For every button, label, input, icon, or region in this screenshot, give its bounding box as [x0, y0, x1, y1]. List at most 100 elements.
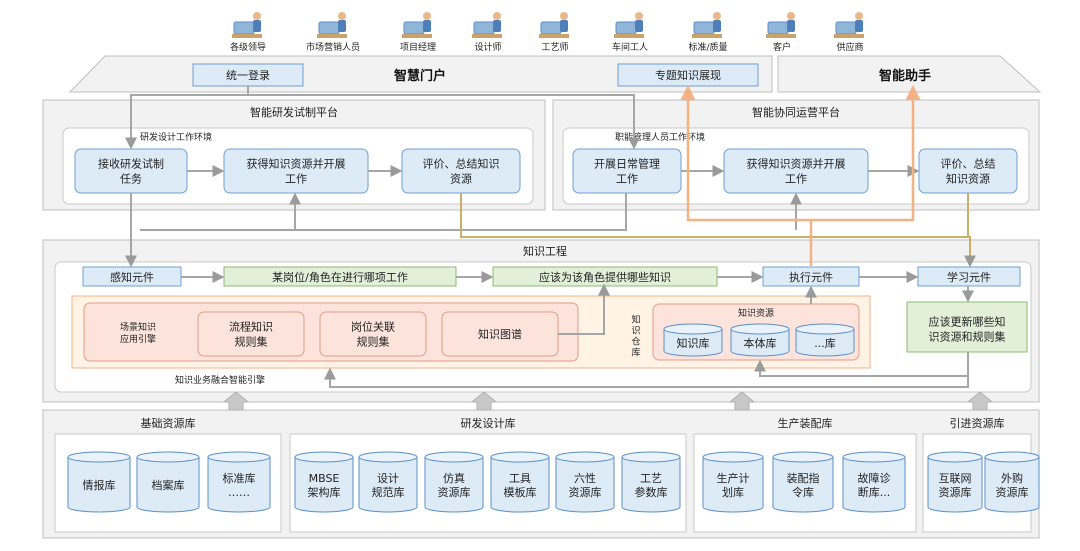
ops-step-label: 评价、总结知识资源 — [941, 157, 996, 186]
library-up-arrow-3 — [966, 391, 994, 411]
ke-flow-label: 感知元件 — [110, 270, 154, 284]
role-label: 项目经理 — [400, 41, 436, 53]
library-2-2-label: 故障诊断库... — [858, 471, 891, 499]
fusion-label: 知识业务融合智能引擎 — [175, 374, 265, 386]
ops-steps: 开展日常管理工作 获得知识资源并开展工作 评价、总结知识资源 — [572, 148, 1018, 194]
library-3-1-label: 外购资源库 — [996, 471, 1029, 499]
assistant-panel — [777, 55, 1042, 93]
role-label: 市场营销人员 — [306, 41, 360, 53]
library-1-1[interactable]: 设计规范库 — [358, 451, 418, 513]
person-at-desk-icon — [317, 12, 347, 38]
person-at-desk-icon — [472, 12, 502, 38]
ops-env-label: 职能管理人员工作环境 — [615, 131, 705, 143]
library-3-0[interactable]: 互联网资源库 — [927, 451, 983, 513]
resources-title: 知识资源 — [738, 307, 774, 319]
resource-0[interactable]: 知识库 — [663, 323, 723, 357]
library-1-2-label: 仿真资源库 — [438, 471, 471, 499]
library-group-0: 基础资源库情报库档案库标准库…… — [54, 416, 282, 533]
resource-2[interactable]: ...库 — [795, 323, 855, 357]
rule-box-0[interactable]: 流程知识规则集 — [197, 311, 305, 357]
ops-step-label: 获得知识资源并开展工作 — [747, 157, 846, 186]
ke-flow-0[interactable]: 感知元件 — [82, 266, 182, 287]
ke-flow-4[interactable]: 学习元件 — [917, 266, 1021, 287]
ke-flow-label: 某岗位/角色在进行哪项工作 — [272, 270, 408, 284]
resource-1-label: 本体库 — [744, 336, 777, 350]
ops-step-0[interactable]: 开展日常管理工作 — [572, 148, 682, 194]
rd-step-label: 获得知识资源并开展工作 — [247, 157, 346, 186]
role-label: 供应商 — [836, 41, 863, 53]
rule-box-1[interactable]: 岗位关联规则集 — [319, 311, 427, 357]
library-2-1[interactable]: 装配指令库 — [772, 451, 834, 513]
engine-label-text: 场景知识应用引擎 — [120, 321, 156, 345]
library-1-3[interactable]: 工具模板库 — [490, 451, 550, 513]
person-at-desk-icon — [834, 12, 864, 38]
rd-step-0[interactable]: 接收研发试制任务 — [74, 148, 188, 194]
library-2-2[interactable]: 故障诊断库... — [842, 451, 906, 513]
rd-step-2[interactable]: 评价、总结知识资源 — [401, 148, 521, 194]
role-label: 标准/质量 — [688, 41, 727, 53]
library-up-arrow-1 — [470, 391, 498, 411]
update-box[interactable] — [906, 301, 1028, 353]
person-at-desk-icon — [402, 12, 432, 38]
library-0-1[interactable]: 档案库 — [136, 451, 200, 513]
special-knowledge-label: 专题知识展现 — [655, 68, 721, 82]
rd-step-label: 接收研发试制任务 — [98, 157, 164, 186]
warehouse-text: 知识仓库 — [631, 314, 640, 359]
role-label: 工艺师 — [541, 41, 568, 53]
library-group-title: 引进资源库 — [950, 416, 1005, 430]
person-at-desk-icon — [614, 12, 644, 38]
ke-flow-3[interactable]: 执行元件 — [762, 266, 860, 287]
role-1: 市场营销人员 — [306, 12, 360, 53]
library-1-4-label: 六性资源库 — [569, 471, 602, 499]
person-at-desk-icon — [539, 12, 569, 38]
role-8: 供应商 — [834, 12, 864, 53]
role-0: 各级领导 — [230, 12, 266, 53]
rd-steps: 接收研发试制任务 获得知识资源并开展工作 评价、总结知识资源 — [74, 148, 521, 194]
ops-platform-title: 智能协同运营平台 — [752, 105, 840, 119]
library-1-2[interactable]: 仿真资源库 — [424, 451, 484, 513]
resource-2-label: ...库 — [814, 337, 836, 350]
library-1-3-label: 工具模板库 — [504, 472, 537, 499]
rule-box-2[interactable]: 知识图谱 — [441, 311, 559, 357]
library-3-1[interactable]: 外购资源库 — [984, 451, 1040, 513]
role-label: 车间工人 — [612, 41, 648, 53]
role-5: 车间工人 — [612, 12, 648, 53]
library-0-2[interactable]: 标准库…… — [207, 451, 271, 513]
ops-step-1[interactable]: 获得知识资源并开展工作 — [723, 148, 869, 194]
library-1-1-label: 设计规范库 — [372, 472, 405, 499]
library-0-0[interactable]: 情报库 — [67, 451, 131, 513]
library-1-4[interactable]: 六性资源库 — [555, 451, 615, 513]
role-label: 客户 — [773, 41, 791, 53]
ke-flow-1[interactable]: 某岗位/角色在进行哪项工作 — [223, 266, 457, 287]
ops-step-2[interactable]: 评价、总结知识资源 — [918, 148, 1018, 194]
role-label: 设计师 — [474, 41, 501, 53]
person-at-desk-icon — [692, 12, 722, 38]
ke-flow-label: 应该为该角色提供哪些知识 — [539, 270, 671, 284]
resource-cylinders: 知识库 本体库 ...库 — [663, 323, 855, 357]
resource-0-label: 知识库 — [677, 336, 710, 350]
library-2-0[interactable]: 生产计划库 — [702, 451, 764, 513]
role-icons-row: 各级领导 市场营销人员 项目经理 设计师 工艺师 车间工人 标准/质量 客户 供应商 — [230, 12, 864, 53]
ke-title: 知识工程 — [523, 244, 567, 258]
rd-env-label: 研发设计工作环境 — [140, 131, 212, 143]
resource-1[interactable]: 本体库 — [730, 323, 790, 357]
person-at-desk-icon — [232, 12, 262, 38]
library-0-0-label: 情报库 — [83, 478, 116, 492]
library-up-arrow-0 — [222, 391, 250, 411]
role-3: 设计师 — [472, 12, 502, 53]
library-2-1-label: 装配指令库 — [787, 471, 820, 499]
library-3-0-label: 互联网资源库 — [939, 472, 972, 499]
rd-step-1[interactable]: 获得知识资源并开展工作 — [223, 148, 369, 194]
login-label: 统一登录 — [226, 68, 270, 82]
role-label: 各级领导 — [230, 41, 266, 53]
library-0-1-label: 档案库 — [152, 478, 185, 492]
ops-step-label: 开展日常管理工作 — [594, 157, 660, 186]
role-4: 工艺师 — [539, 12, 569, 53]
library-1-5[interactable]: 工艺参数库 — [621, 451, 681, 513]
role-6: 标准/质量 — [688, 12, 728, 53]
ke-flow-2[interactable]: 应该为该角色提供哪些知识 — [492, 266, 718, 287]
